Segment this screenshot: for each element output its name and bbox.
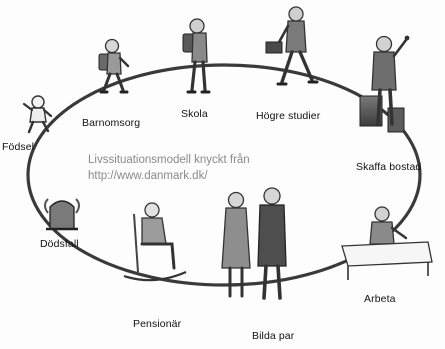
gravestone-icon — [44, 198, 80, 231]
man-with-luggage-icon — [359, 35, 410, 133]
child-with-backpack-icon — [98, 38, 130, 94]
person-at-desk-icon — [341, 206, 433, 280]
couple-icon — [221, 187, 287, 300]
stage-label-pensionar: Pensionär — [133, 318, 182, 330]
schoolchild-icon — [182, 18, 211, 94]
stage-label-bilda-par: Bilda par — [252, 330, 295, 342]
stage-label-dodsfall: Dödsfall — [40, 238, 79, 250]
source-caption-url: http://www.danmark.dk/ — [88, 170, 208, 182]
stage-label-skola: Skola — [181, 108, 208, 120]
life-cycle-ring — [26, 63, 422, 287]
source-caption-line-1: Livssituationsmodell knyckt från — [88, 154, 250, 166]
stage-label-barnomsorg: Barnomsorg — [82, 117, 141, 129]
stage-label-arbeta: Arbeta — [364, 293, 396, 305]
stage-label-hogre-studier: Högre studier — [256, 110, 321, 122]
baby-icon — [22, 95, 53, 134]
stage-label-skaffa-bostad: Skaffa bostad — [356, 161, 422, 173]
student-walking-icon — [265, 6, 319, 86]
stage-label-fodsel: Födsel — [2, 141, 35, 153]
elder-in-rocking-chair-icon — [123, 202, 187, 282]
